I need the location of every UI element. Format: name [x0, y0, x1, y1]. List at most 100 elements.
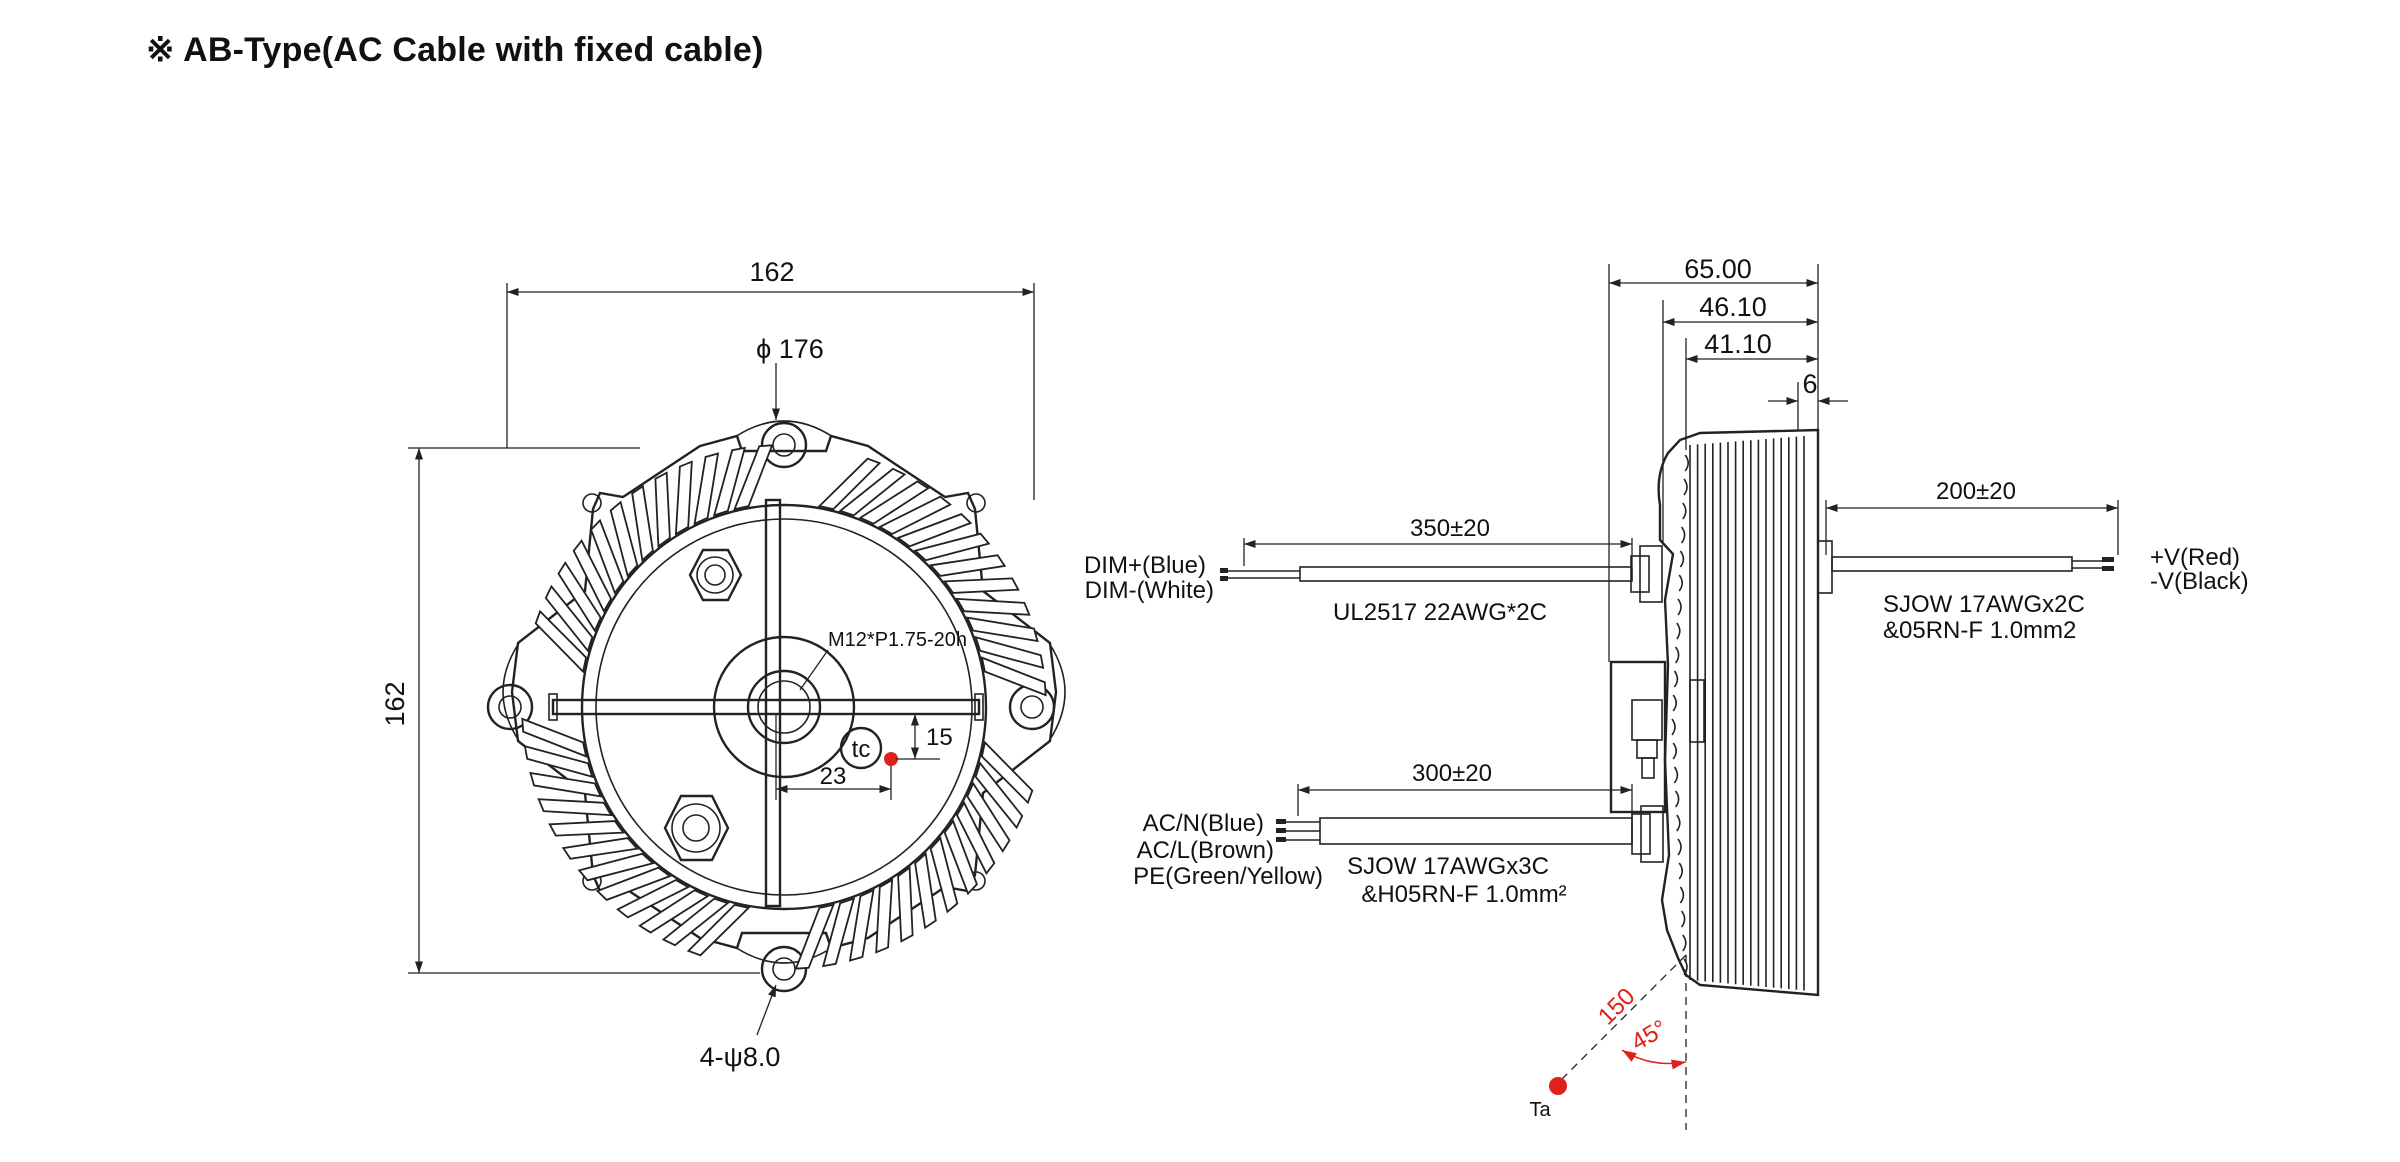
cooling-fin [537, 798, 613, 817]
v-minus-label: -V(Black) [2150, 568, 2249, 595]
cooling-fin [875, 878, 894, 954]
heatsink-fin-tip [1677, 838, 1682, 856]
front-view: tc M12*P1.75-20h 162 162 ϕ 176 4-ψ8.0 [380, 257, 1066, 1072]
cooling-fin [674, 460, 693, 536]
ta-label: Ta [1529, 1099, 1551, 1121]
heatsink-fin-tip [1679, 886, 1685, 904]
v-plus-label: +V(Red) [2150, 544, 2240, 571]
cooling-fin [929, 836, 959, 914]
heatsink-fin-tip [1676, 814, 1681, 832]
cooling-fin [980, 740, 1034, 805]
pe-label: PE(Green/Yellow) [1133, 863, 1323, 890]
ta-angle-label: 45° [1627, 1015, 1672, 1057]
ta-measurement: 150 45° Ta [1529, 954, 1687, 1130]
heatsink-fin-tip [1682, 502, 1687, 520]
cooling-fin [638, 889, 710, 934]
heatsink-fin-tip [1674, 646, 1680, 664]
side-gland-ac [1631, 805, 1664, 863]
cooling-fin [794, 903, 835, 970]
heatsink-fin-tip [1673, 766, 1679, 784]
dim-41-label: 41.10 [1704, 329, 1772, 359]
tc-marker [884, 752, 898, 766]
heatsink-fin-tip [1684, 454, 1689, 472]
dim-tc-x-label: 23 [820, 763, 847, 790]
cooling-fin [557, 561, 602, 633]
cooling-fin [523, 744, 594, 779]
cable-gland-top [688, 548, 743, 602]
cooling-fin [914, 851, 937, 930]
mounting-bracket [1609, 660, 1705, 814]
dim-holes-label: 4-ψ8.0 [700, 1042, 781, 1072]
heatsink-fin-tip [1672, 742, 1677, 760]
cooling-fin [733, 444, 774, 511]
heatsink-fin-tip [1676, 622, 1681, 640]
cooling-fin [817, 457, 882, 511]
heatsink-fin-tip [1683, 478, 1688, 496]
heatsink-fin-tip [1680, 910, 1686, 928]
ta-distance-label: 150 [1593, 983, 1640, 1030]
dim-diameter-label: ϕ 176 [756, 334, 824, 364]
cooling-fin [616, 878, 691, 919]
dimension-output-cable: 200±20 [1825, 478, 2119, 555]
thread-label: M12*P1.75-20h [828, 629, 967, 651]
page-title: ※ AB-Type(AC Cable with fixed cable) [146, 31, 764, 69]
heatsink-fin-tip [1677, 598, 1682, 616]
heatsink-fin-tip [1679, 550, 1685, 568]
dimension-stack-top: 65.00 46.10 41.10 6 [1608, 254, 1848, 662]
ac-spec-2: &H05RN-F 1.0mm² [1361, 881, 1566, 908]
cable-gland-bottom [663, 794, 730, 862]
heatsink-fin-tip [1678, 862, 1683, 880]
cooling-fin [896, 513, 973, 548]
cooling-fin [572, 539, 613, 614]
heatsink-fin-tip [1672, 694, 1677, 712]
dim-plus-label: DIM+(Blue) [1084, 552, 1206, 579]
heatsink-fins [1671, 436, 1805, 991]
cooling-fin [712, 446, 747, 517]
cooling-fin [686, 903, 751, 957]
ac-n-label: AC/N(Blue) [1143, 810, 1264, 837]
cooling-fin [577, 852, 655, 882]
inner-plate [580, 503, 988, 911]
ta-marker [1549, 1077, 1567, 1095]
cooling-fin [609, 500, 639, 578]
cooling-fin [838, 467, 907, 517]
cooling-fin [590, 518, 625, 595]
side-view: DIM+(Blue) DIM-(White) UL2517 22AWG*2C 3… [1084, 254, 2249, 1130]
cooling-fin [548, 820, 626, 837]
cooling-fin [974, 761, 1024, 830]
dimension-ac-cable: 300±20 [1297, 760, 1633, 816]
cooling-fin [955, 800, 996, 875]
cross-ribs [548, 498, 984, 908]
cooling-fins [521, 444, 1047, 970]
heatsink-fin-tip [1674, 790, 1680, 808]
dim-6-label: 6 [1802, 369, 1817, 399]
dim-ac-cable-label: 300±20 [1412, 760, 1492, 787]
cooling-fin [595, 866, 672, 901]
dim-46-label: 46.10 [1699, 292, 1767, 322]
heatsink-fin-tip [1678, 574, 1683, 592]
cooling-fin [848, 888, 875, 962]
heatsink-body [1657, 428, 1820, 997]
cooling-fin [928, 554, 1007, 577]
cooling-fin [943, 819, 978, 896]
cooling-fin [955, 597, 1031, 616]
side-gland-output [1817, 540, 1833, 594]
dimension-tc-offset: 23 15 [775, 713, 953, 800]
cooling-fin [821, 897, 856, 968]
dimension-width: 162 [506, 257, 1035, 500]
cooling-fin [534, 609, 588, 674]
dim-cable [1220, 566, 1633, 582]
dim-65-label: 65.00 [1684, 254, 1752, 284]
cooling-fin [897, 865, 914, 943]
heatsink-fin-tip [1683, 958, 1688, 976]
dim-cable-spec: UL2517 22AWG*2C [1333, 599, 1547, 626]
output-cable [1831, 556, 2114, 572]
tc-label: tc [852, 736, 871, 763]
cooling-fin [877, 495, 952, 536]
cooling-fin [529, 771, 603, 798]
dim-dim-cable-label: 350±20 [1410, 515, 1490, 542]
cooling-fin [980, 656, 1047, 697]
cooling-fin [965, 616, 1039, 643]
dim-height-label: 162 [380, 681, 410, 726]
